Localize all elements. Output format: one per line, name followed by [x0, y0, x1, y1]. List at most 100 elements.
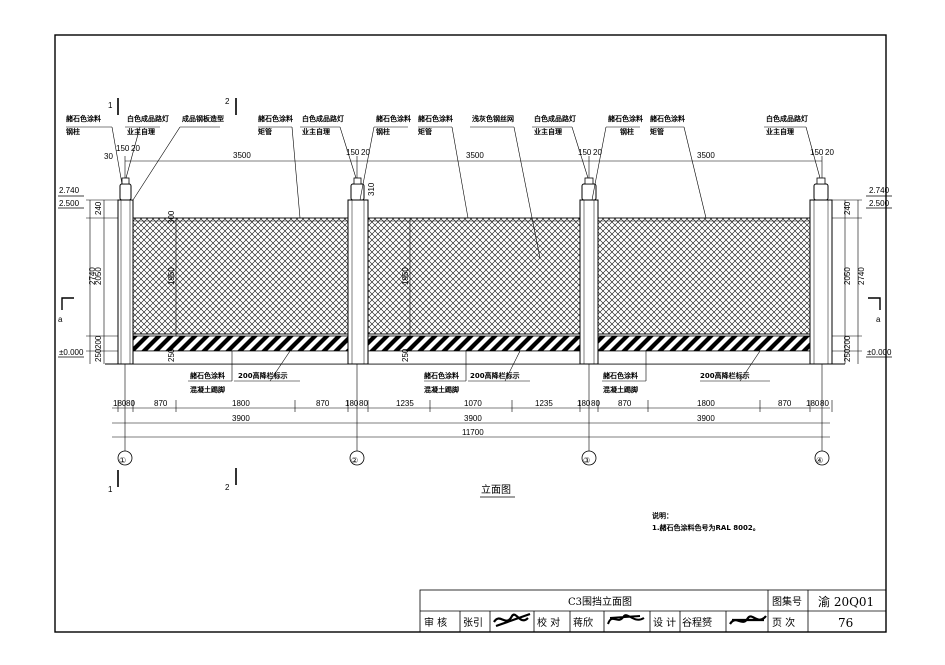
- dim-b1235-2: 1235: [535, 399, 553, 408]
- dim-200-left: 200: [94, 335, 103, 349]
- callout-ochre-2: 赭石色涂料: [258, 114, 293, 123]
- dim-b870-4: 870: [778, 399, 792, 408]
- column-4: [809, 177, 833, 365]
- axis-4: ④: [816, 456, 823, 465]
- section-2-bottom: 2: [225, 483, 230, 492]
- dim-1950-2: 1950: [401, 267, 410, 285]
- column-1: [117, 177, 134, 365]
- callout-steel-col-3: 钢柱: [620, 127, 634, 136]
- dim-2740-right: 2740: [857, 267, 866, 285]
- dim-20-3: 20: [593, 148, 602, 157]
- callout-owner-3: 业主自理: [534, 127, 562, 136]
- callout-tube-1: 矩管: [258, 127, 272, 136]
- dim-b3900-1: 3900: [232, 414, 250, 423]
- dim-b870-3: 870: [618, 399, 632, 408]
- dim-b1070: 1070: [464, 399, 482, 408]
- dim-b3900-3: 3900: [697, 414, 715, 423]
- tb-design: 设 计: [653, 616, 676, 629]
- title-block: [419, 589, 887, 633]
- mesh-panel-3: [597, 217, 811, 335]
- callout-lamp-4: 白色成品路灯: [766, 114, 808, 123]
- dim-150-4: 150: [810, 148, 824, 157]
- axis-3: ③: [583, 456, 590, 465]
- level-2740-left: 2.740: [59, 186, 80, 195]
- callout-lamp-3: 白色成品路灯: [534, 114, 576, 123]
- callout-steel-col-1: 钢柱: [66, 127, 80, 136]
- callout-stripe-b3: 200高降栏标示: [700, 371, 750, 380]
- dim-b1235-1: 1235: [396, 399, 414, 408]
- dim-b80-4: 80: [820, 399, 829, 408]
- section-a-left: a: [58, 315, 63, 324]
- callout-owner-2: 业主自理: [302, 127, 330, 136]
- tb-drawing-name: C3围挡立面图: [568, 595, 632, 608]
- callout-ochre-4: 赭石色涂料: [418, 114, 453, 123]
- stripe-base-2: [367, 335, 581, 352]
- dim-b180-2: 180: [345, 399, 359, 408]
- dim-20-2: 20: [361, 148, 370, 157]
- note-1: 1.赭石色涂料色号为RAL 8002。: [652, 523, 760, 532]
- dim-b180-4: 180: [806, 399, 820, 408]
- level-0-left: ±0.000: [59, 348, 84, 357]
- section-1-top: 1: [108, 101, 113, 110]
- dim-200-right: 200: [843, 335, 852, 349]
- dim-b870-1: 870: [154, 399, 168, 408]
- callout-concrete-b2: 混凝土踢脚: [424, 385, 459, 394]
- callout-ochre-b2: 赭石色涂料: [424, 371, 459, 380]
- axis-1: ①: [119, 456, 126, 465]
- tb-page-label: 页 次: [772, 616, 795, 629]
- callout-ochre-6: 赭石色涂料: [650, 114, 685, 123]
- callout-ochre-b3: 赭石色涂料: [603, 371, 638, 380]
- callout-lamp-1: 白色成品路灯: [127, 114, 169, 123]
- dim-b180-1: 180: [113, 399, 127, 408]
- dim-150-3: 150: [578, 148, 592, 157]
- tb-reviewer: 张引: [463, 617, 483, 629]
- signature-reviewer: [493, 612, 531, 628]
- notes-title: 说明：: [652, 511, 673, 520]
- dim-b870-2: 870: [316, 399, 330, 408]
- callout-lamp-2: 白色成品路灯: [302, 114, 344, 123]
- dim-b11700: 11700: [462, 428, 484, 437]
- stripe-base-3: [597, 335, 811, 352]
- mesh-panel-2: [367, 217, 581, 335]
- mesh-panel-1: [132, 217, 349, 335]
- section-a-right: a: [876, 315, 881, 324]
- callout-sheet: 成品钢板造型: [182, 114, 224, 123]
- dim-b180-3: 180: [577, 399, 591, 408]
- dim-b80-2: 80: [359, 399, 368, 408]
- level-0-right: ±0.000: [867, 348, 892, 357]
- dim-20-1: 20: [131, 144, 140, 153]
- callout-stripe-b2: 200高降栏标示: [470, 371, 520, 380]
- column-3: [579, 177, 599, 365]
- callout-owner-4: 业主自理: [766, 127, 794, 136]
- axis-2: ②: [351, 456, 358, 465]
- callout-ochre-5: 赭石色涂料: [608, 114, 643, 123]
- column-2: [347, 177, 369, 365]
- callout-stripe-b1: 200高降栏标示: [238, 371, 288, 380]
- callout-ochre-b1: 赭石色涂料: [190, 371, 225, 380]
- dim-240-left: 240: [94, 201, 103, 215]
- dim-2050-right: 2050: [843, 267, 852, 285]
- callout-concrete-b3: 混凝土踢脚: [603, 385, 638, 394]
- dim-bay-1: 3500: [233, 151, 251, 160]
- tb-atlas-no: 渝 20Q01: [818, 594, 874, 609]
- level-2740-right: 2.740: [869, 186, 890, 195]
- dim-b1800-1: 1800: [232, 399, 250, 408]
- dim-b80-1: 80: [126, 399, 135, 408]
- tb-review: 审 核: [424, 616, 447, 629]
- dim-2050-left: 2050: [94, 267, 103, 285]
- dim-240-right: 240: [843, 201, 852, 215]
- dim-150-2: 150: [346, 148, 360, 157]
- signature-checker: [607, 614, 645, 625]
- callout-steel-col-2: 钢柱: [376, 127, 390, 136]
- dim-1950-1: 1950: [167, 267, 176, 285]
- tb-atlas-label: 图集号: [772, 595, 802, 608]
- dim-250-inner2: 250: [401, 348, 410, 362]
- callout-concrete-b1: 混凝土踢脚: [190, 385, 225, 394]
- section-1-bottom: 1: [108, 485, 113, 494]
- level-2500-left: 2.500: [59, 199, 80, 208]
- callout-tube-3: 矩管: [650, 127, 664, 136]
- dim-30-1: 30: [104, 152, 113, 161]
- callout-ochre-1: 赭石色涂料: [66, 114, 101, 123]
- callout-mesh: 浅灰色钢丝网: [472, 114, 514, 123]
